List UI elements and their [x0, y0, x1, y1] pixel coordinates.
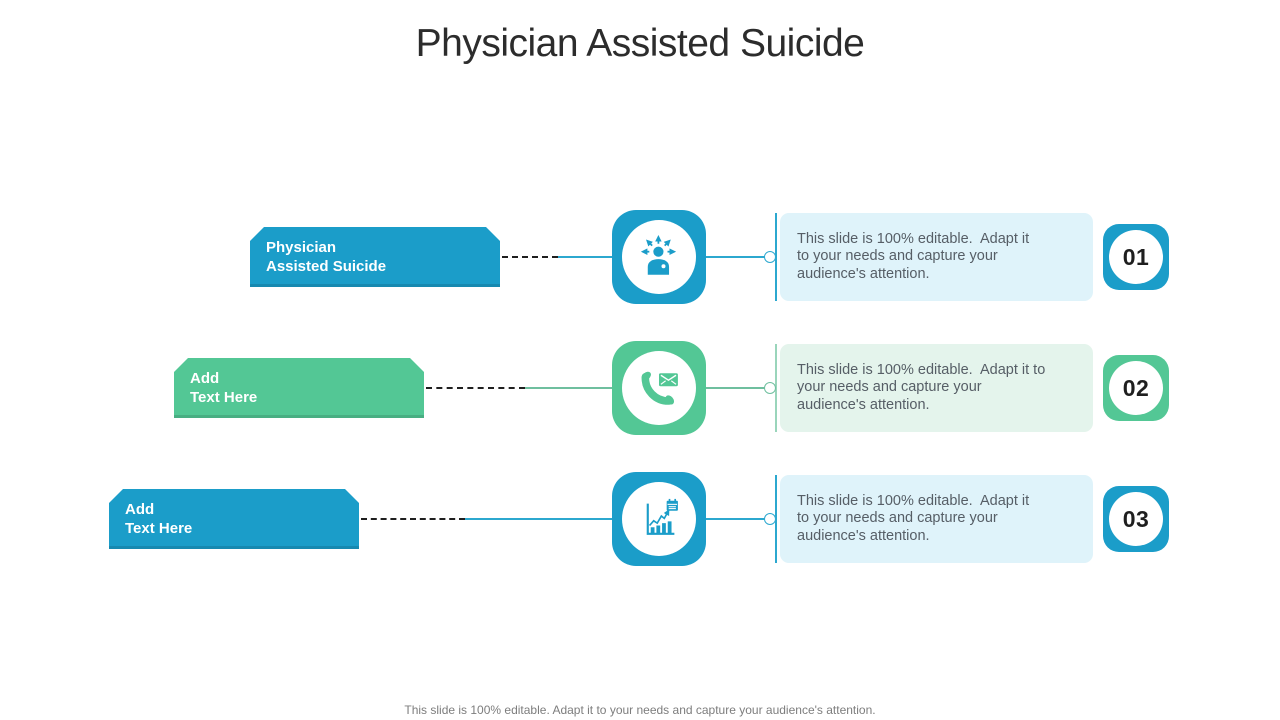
icon-tile [612, 341, 706, 435]
description-box[interactable]: This slide is 100% editable. Adapt it to… [780, 475, 1093, 563]
label-line: Add [190, 370, 220, 387]
badge-circle: 01 [1109, 230, 1163, 284]
step-number: 03 [1122, 505, 1150, 532]
connector-line [558, 256, 612, 258]
accent-bar [775, 213, 777, 301]
step-number-badge: 01 [1103, 224, 1169, 290]
add-text-placeholder[interactable]: Add Text Here [174, 358, 424, 418]
icon-disc [622, 482, 696, 556]
connector-line [525, 387, 612, 389]
step-number-badge: 03 [1103, 486, 1169, 552]
add-text-placeholder[interactable]: Add Text Here [109, 489, 359, 549]
dashed-connector [426, 387, 525, 389]
description-line: to your needs and capture your [797, 248, 998, 265]
footer-caption: This slide is 100% editable. Adapt it to… [404, 703, 876, 717]
description-box[interactable]: This slide is 100% editable. Adapt it to… [780, 344, 1093, 432]
label-line: Add [125, 501, 155, 518]
accent-bar [775, 475, 777, 563]
description-line: audience's attention. [797, 396, 930, 413]
icon-disc [622, 351, 696, 425]
connector-line [706, 518, 766, 520]
connector-node [764, 513, 776, 525]
description-line: to your needs and capture your [797, 510, 998, 527]
person-decision-icon [640, 235, 677, 275]
slide-title: Physician Assisted Suicide [415, 22, 865, 65]
label-line: Assisted Suicide [266, 258, 387, 275]
label-line: Physician [266, 239, 337, 256]
connector-node [764, 382, 776, 394]
phone-mail-icon [641, 371, 678, 405]
step-number-badge: 02 [1103, 355, 1169, 421]
label-box-physician-assisted-suicide[interactable]: Physician Assisted Suicide [250, 227, 500, 287]
badge-circle: 02 [1109, 361, 1163, 415]
connector-line [706, 256, 766, 258]
description-box[interactable]: This slide is 100% editable. Adapt it to… [780, 213, 1093, 301]
step-number: 01 [1122, 243, 1150, 270]
growth-chart-icon [646, 498, 678, 535]
description-line: audience's attention. [797, 265, 930, 282]
description-line: your needs and capture your [797, 379, 982, 396]
icon-tile [612, 472, 706, 566]
accent-bar [775, 344, 777, 432]
icon-disc [622, 220, 696, 294]
label-line: Text Here [125, 520, 193, 537]
connector-line [465, 518, 612, 520]
connector-line [706, 387, 766, 389]
badge-circle: 03 [1109, 492, 1163, 546]
description-line: This slide is 100% editable. Adapt it to [797, 361, 1046, 378]
connector-node [764, 251, 776, 263]
step-number: 02 [1122, 374, 1150, 401]
description-line: audience's attention. [797, 527, 930, 544]
dashed-connector [361, 518, 465, 520]
label-line: Text Here [190, 389, 258, 406]
description-line: This slide is 100% editable. Adapt it [797, 492, 1030, 509]
description-line: This slide is 100% editable. Adapt it [797, 230, 1030, 247]
dashed-connector [502, 256, 558, 258]
icon-tile [612, 210, 706, 304]
